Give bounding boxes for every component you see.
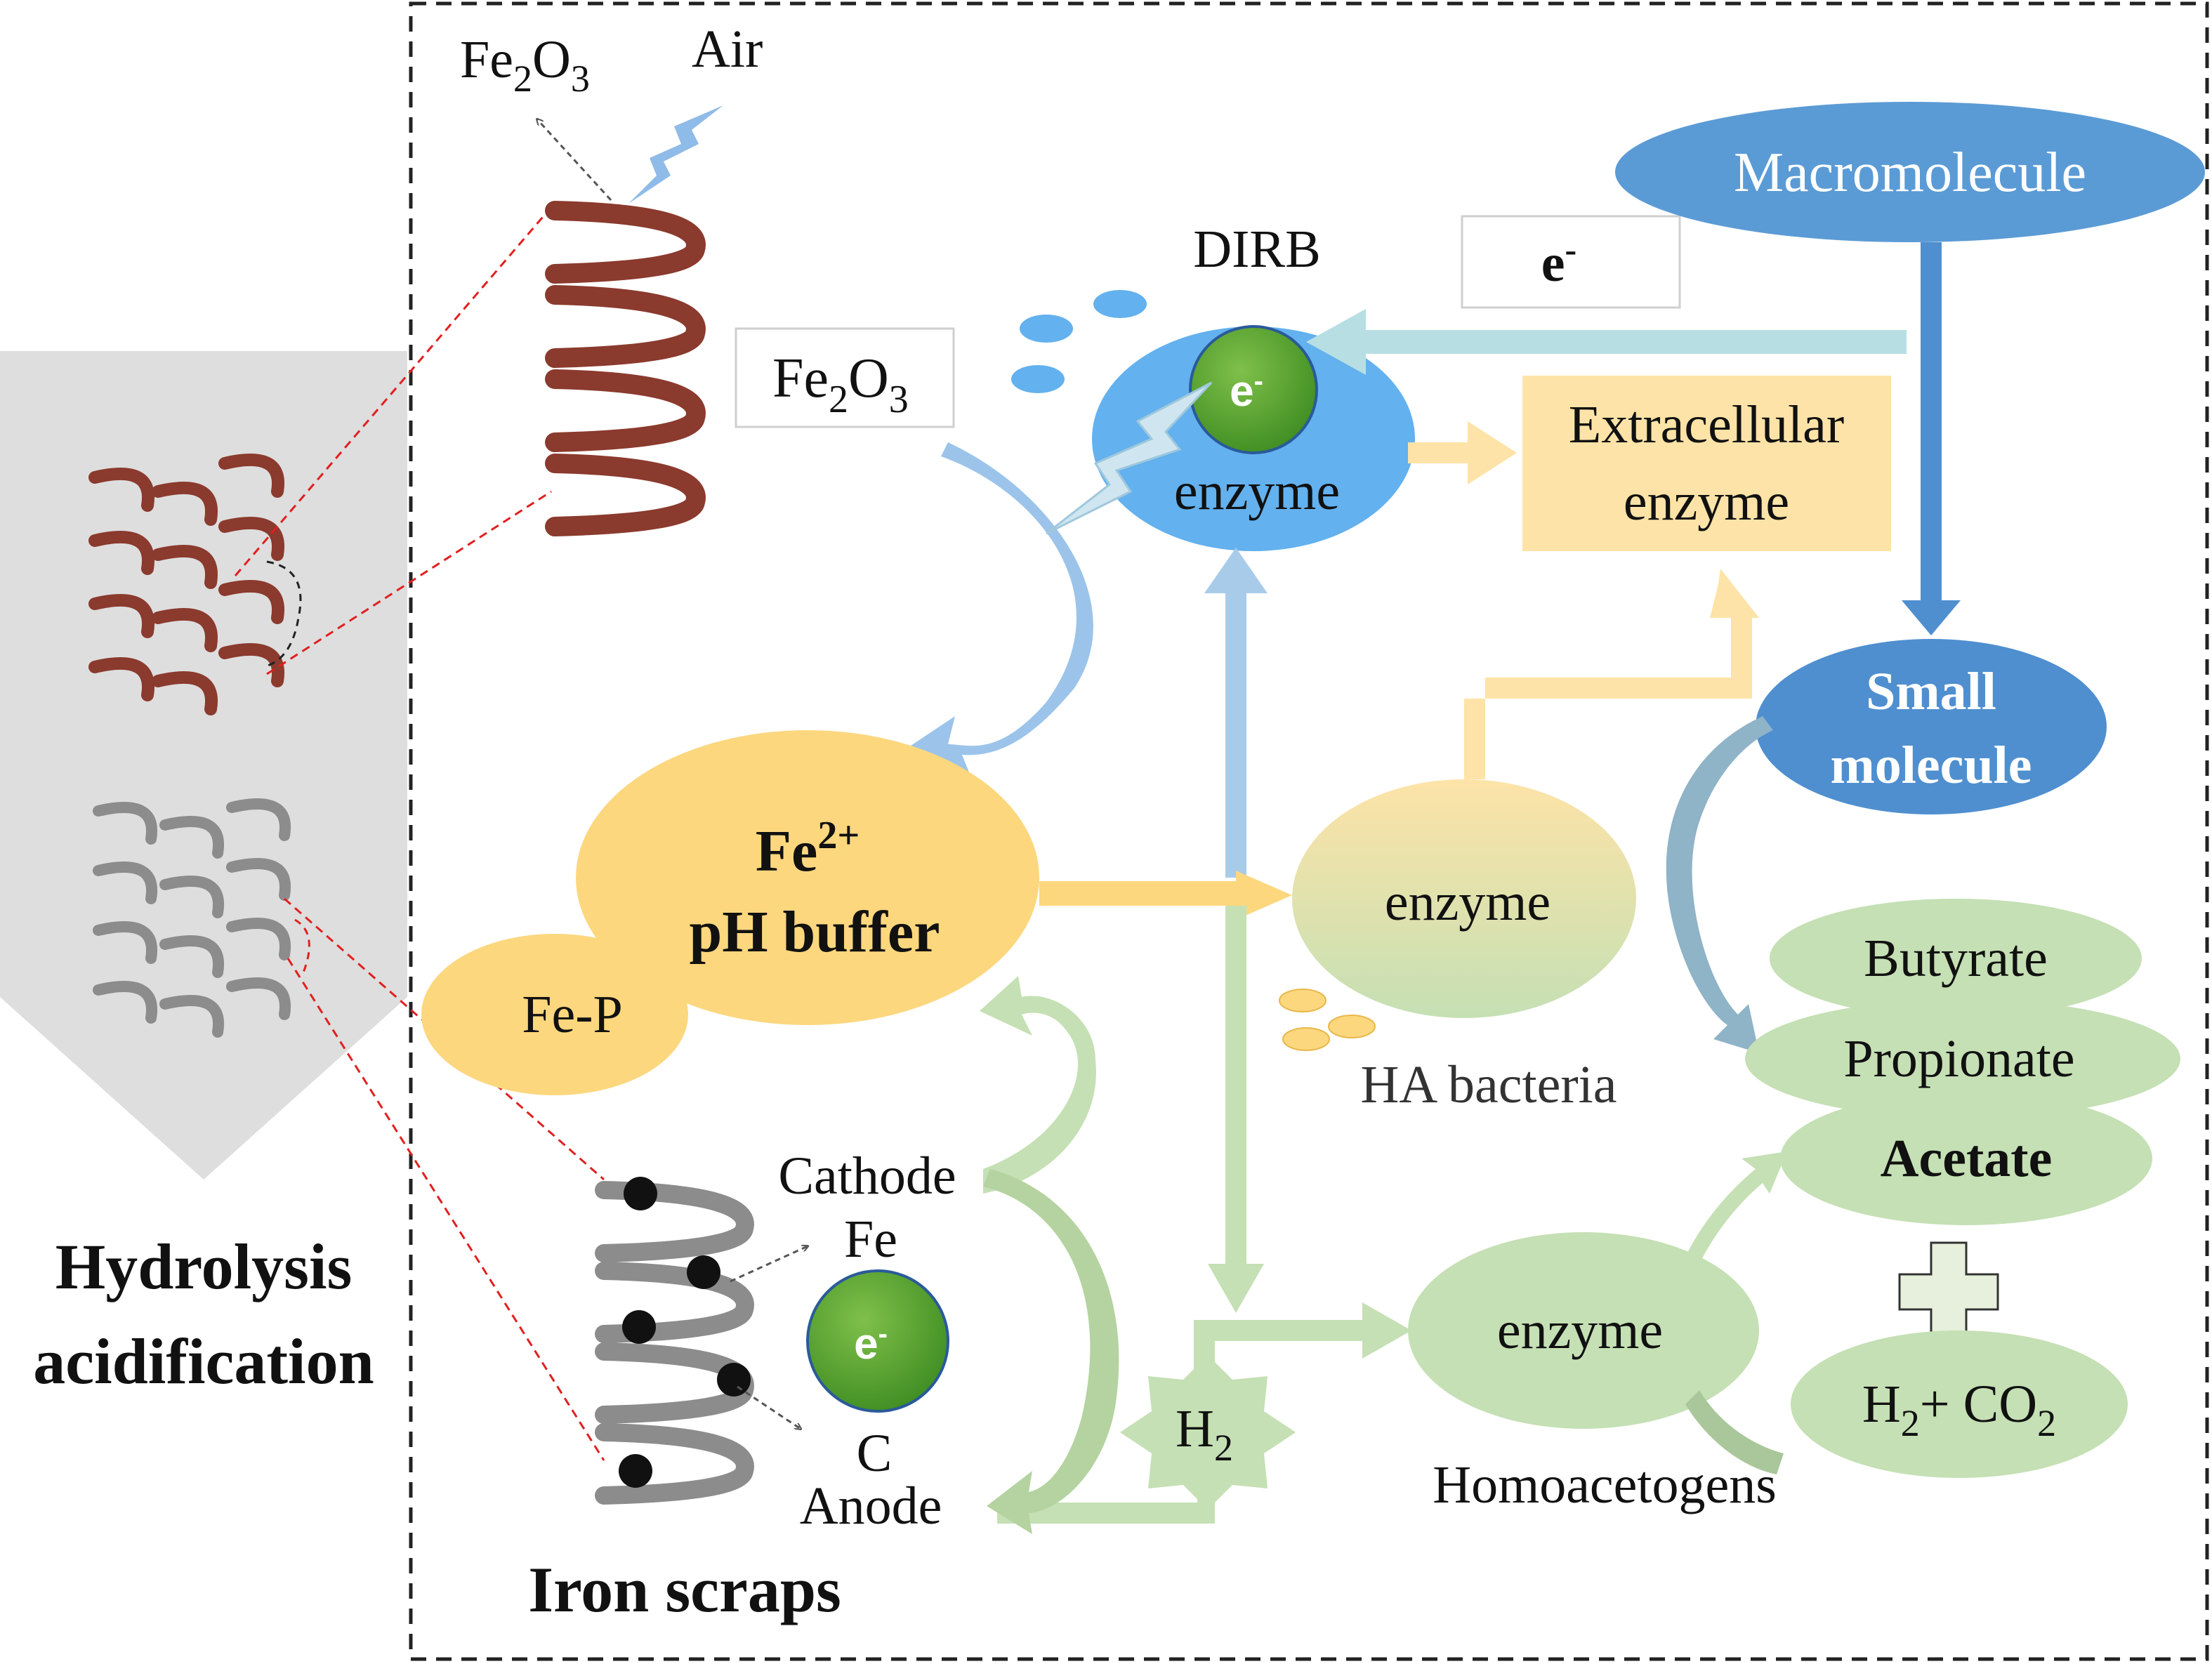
- air-label: Air: [692, 20, 763, 79]
- hydrolysis-title-line2: acidification: [33, 1326, 374, 1397]
- ha-bubble-3: [1282, 1027, 1330, 1051]
- hydrolysis-down-arrow: [1902, 242, 1961, 635]
- iron-scraps-label: Iron scraps: [528, 1554, 841, 1625]
- homo-tail: [1685, 1390, 1784, 1474]
- dirb-enzyme-label: enzyme: [1174, 462, 1340, 521]
- small-molecule-node: [1756, 639, 2107, 814]
- fe2o3-product-label: Fe2O3: [460, 30, 590, 100]
- fe-label: Fe: [844, 1210, 897, 1269]
- ha-to-extracellular-head: [1713, 569, 1759, 618]
- butyrate-label: Butyrate: [1864, 929, 2048, 988]
- anode-to-h2-pipe: [997, 1488, 1215, 1524]
- h2-to-homo-arrow: [1194, 1302, 1411, 1495]
- extracellular-line2: enzyme: [1624, 473, 1789, 531]
- dirb-label: DIRB: [1193, 220, 1321, 279]
- propionate-label: Propionate: [1843, 1029, 2074, 1088]
- h2-star: [1120, 1355, 1296, 1510]
- ha-bacteria-label: HA bacteria: [1360, 1055, 1617, 1114]
- dirb-bubble-3: [1011, 365, 1065, 393]
- electron-flow-arrow: [1306, 309, 1907, 375]
- cathode-to-anode-curve: [983, 1169, 1119, 1534]
- homo-to-acetate-arrow: [1685, 1151, 1787, 1264]
- fe-p-label: Fe-P: [522, 985, 623, 1044]
- dirb-electron: [1189, 325, 1318, 454]
- homoacetogens-label: Homoacetogens: [1433, 1455, 1777, 1514]
- dirb-electron-label: e-: [1230, 366, 1263, 416]
- dirb-bubble-1: [1093, 290, 1147, 318]
- extracellular-line1: Extracellular: [1569, 395, 1844, 454]
- rust-coil-large: [545, 201, 706, 536]
- fe-buffer-node: [576, 730, 1039, 1025]
- oxidation-arrow: [537, 119, 612, 202]
- small-molecule-line2: molecule: [1830, 736, 2032, 795]
- anode-label: Anode: [800, 1477, 942, 1536]
- butyrate-node: [1770, 899, 2142, 1018]
- reduction-curve-arrow: [892, 442, 1093, 772]
- macromolecule-node: [1615, 102, 2205, 242]
- h2-co2-node: [1791, 1330, 2128, 1478]
- propionate-node: [1745, 999, 2180, 1118]
- air-lightning-icon: [628, 105, 723, 204]
- electrode-electron-label: e-: [854, 1319, 888, 1368]
- iron-coil: [595, 1181, 754, 1505]
- extracellular-enzyme-node: [1522, 376, 1891, 551]
- fermentation-curve-arrow: [1666, 716, 1773, 1053]
- electron-lightning-icon: [1046, 381, 1213, 535]
- ha-enzyme-label: enzyme: [1385, 873, 1551, 932]
- fe-release-arrow: [730, 1246, 808, 1283]
- c-release-arrow: [737, 1385, 801, 1429]
- reactor-panel: [0, 351, 407, 1180]
- ha-to-extracellular-arrow: [1464, 576, 1752, 779]
- homo-enzyme-node: [1408, 1232, 1759, 1429]
- fe-buffer-line1: Fe2+: [756, 814, 860, 884]
- carbon-dots: [619, 1177, 751, 1488]
- fe2o3-box: [735, 327, 955, 428]
- small-molecule-line1: Small: [1866, 662, 1996, 721]
- process-frame: [409, 1, 2209, 1661]
- macromolecule-label: Macromolecule: [1734, 142, 2086, 204]
- dirb-to-enzyme-arrow: [1408, 421, 1517, 484]
- h2-co2-label: H2+ CO2: [1862, 1375, 2056, 1444]
- ha-bubble-2: [1328, 1015, 1376, 1038]
- homo-enzyme-label: enzyme: [1497, 1301, 1663, 1360]
- ha-bubble-1: [1279, 989, 1326, 1012]
- rust-coil-cluster: [88, 454, 285, 715]
- electron-box-label: e-: [1541, 230, 1576, 293]
- hydrolysis-title-line1: Hydrolysis: [55, 1231, 353, 1302]
- dirb-bubble-2: [1020, 315, 1073, 343]
- h2-down-arrow: [1208, 906, 1264, 1313]
- c-label: C: [857, 1424, 893, 1483]
- acetate-label: Acetate: [1881, 1129, 2053, 1188]
- gray-coil-cluster: [93, 798, 291, 1038]
- acetate-node: [1780, 1092, 2152, 1225]
- cathode-to-fe-curve: [980, 976, 1096, 1194]
- electrode-electron: [806, 1269, 949, 1413]
- fe-to-dirb-arrow: [1204, 548, 1268, 878]
- fe-to-ha-arrow: [1039, 871, 1292, 920]
- fe-p-node: [421, 934, 688, 1095]
- electron-box: [1461, 215, 1681, 309]
- ha-enzyme-node: [1292, 779, 1636, 1018]
- h2-star-label: H2: [1176, 1399, 1233, 1469]
- selection-loop-red: [294, 918, 310, 977]
- cathode-label: Cathode: [778, 1147, 956, 1206]
- fe-buffer-line2: pH buffer: [690, 899, 940, 965]
- plus-icon: [1898, 1241, 1999, 1342]
- fe2o3-box-label: Fe2O3: [772, 348, 909, 421]
